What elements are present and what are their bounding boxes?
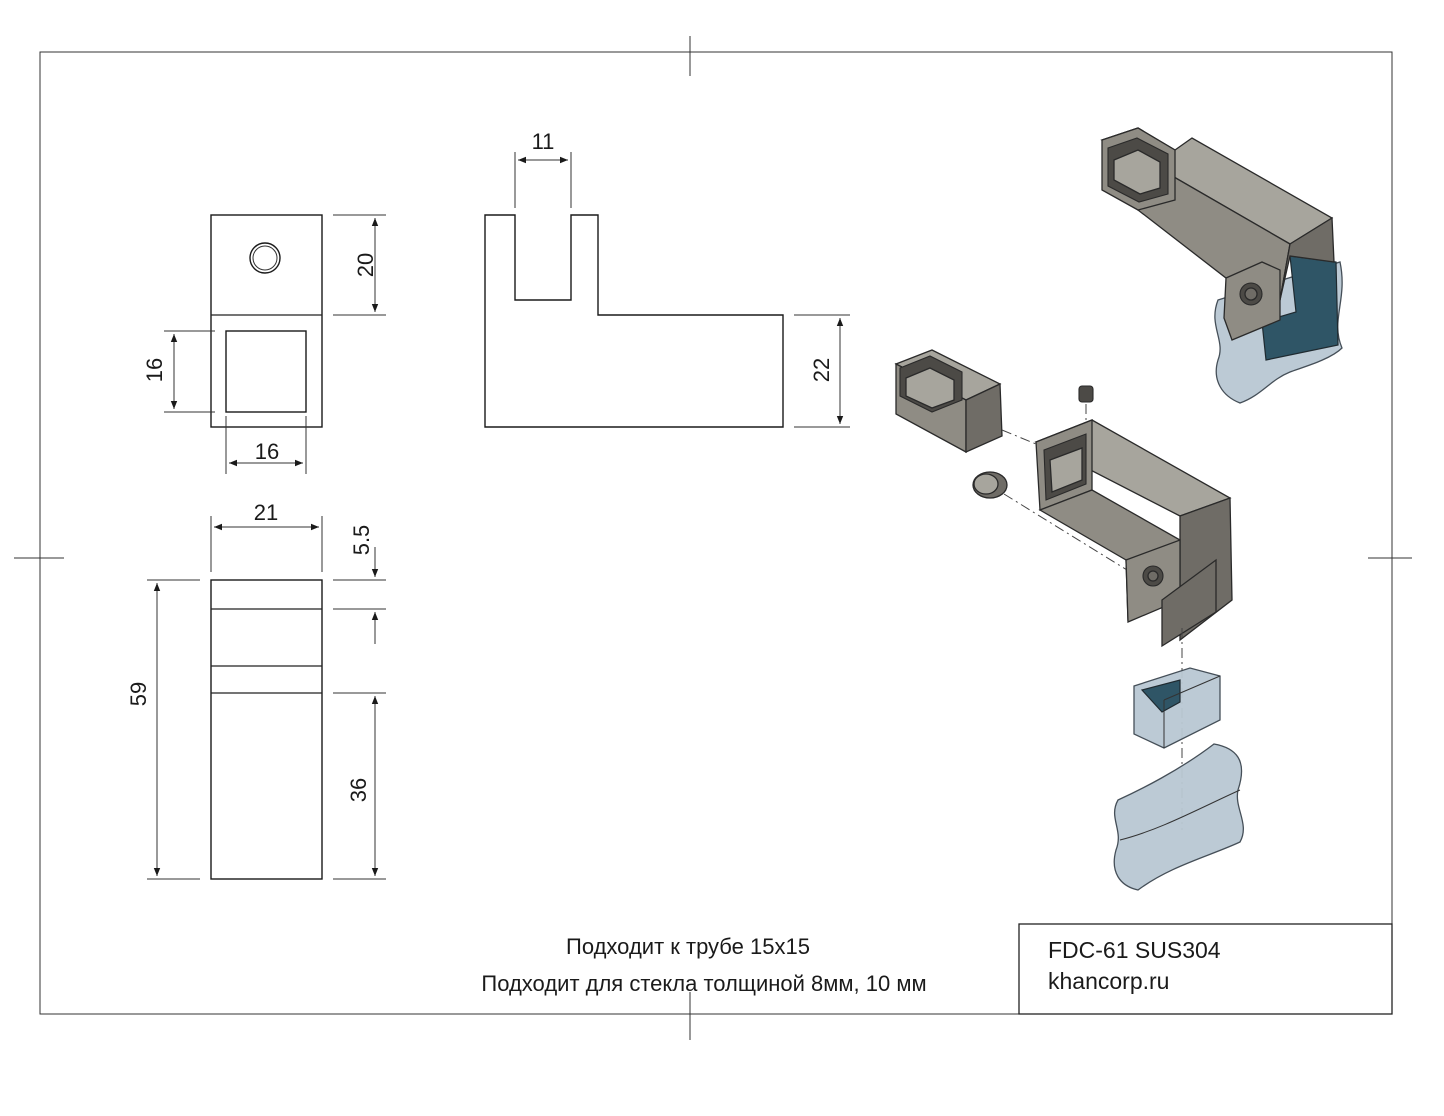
- tube-insert: [894, 349, 1003, 454]
- dimension-side-height-label: 22: [809, 358, 834, 382]
- glass-piece: [1113, 743, 1244, 891]
- dimension-front-total: 59: [126, 579, 200, 880]
- top-view: [210, 214, 323, 428]
- dimension-top-height-label: 20: [353, 253, 378, 277]
- fitting-body: [1034, 419, 1233, 648]
- note-glass: Подходит для стекла толщиной 8мм, 10 мм: [481, 971, 926, 996]
- dimension-front-step: 5.5: [333, 525, 386, 644]
- isometric-assembled-view: [1100, 127, 1343, 404]
- dimension-top-side: 16: [142, 330, 215, 413]
- dimension-front-width-label: 21: [254, 500, 278, 525]
- dimension-slot-width-label: 11: [532, 129, 555, 154]
- dimension-top-side-label: 16: [142, 358, 167, 382]
- side-view: [484, 214, 784, 428]
- dimension-front-step-label: 5.5: [349, 525, 374, 556]
- glass-cap-insert: [1133, 667, 1221, 749]
- dimension-top-bottom: 16: [225, 416, 307, 474]
- dimension-top-height: 20: [333, 214, 386, 316]
- title-block: FDC-61 SUS304 khancorp.ru: [1018, 923, 1393, 1015]
- isometric-exploded-view: [894, 349, 1244, 891]
- drawing-frame: [14, 36, 1412, 1040]
- front-view: [210, 579, 323, 880]
- dimension-slot-width: 11: [514, 129, 572, 208]
- dimension-side-height: 22: [794, 314, 850, 428]
- dimension-top-bottom-label: 16: [255, 439, 279, 464]
- glass-cap: [1261, 255, 1339, 361]
- title-block-website: khancorp.ru: [1048, 968, 1169, 994]
- dimension-front-total-label: 59: [126, 682, 151, 706]
- note-tube: Подходит к трубе 15х15: [566, 934, 810, 959]
- notes: Подходит к трубе 15х15 Подходит для стек…: [481, 934, 926, 996]
- dimension-front-lower-label: 36: [346, 778, 371, 802]
- dimension-front-lower: 36: [333, 692, 386, 880]
- set-screw-side: [972, 471, 1141, 579]
- title-block-model: FDC-61 SUS304: [1048, 937, 1221, 963]
- dimension-front-width: 21: [210, 500, 323, 572]
